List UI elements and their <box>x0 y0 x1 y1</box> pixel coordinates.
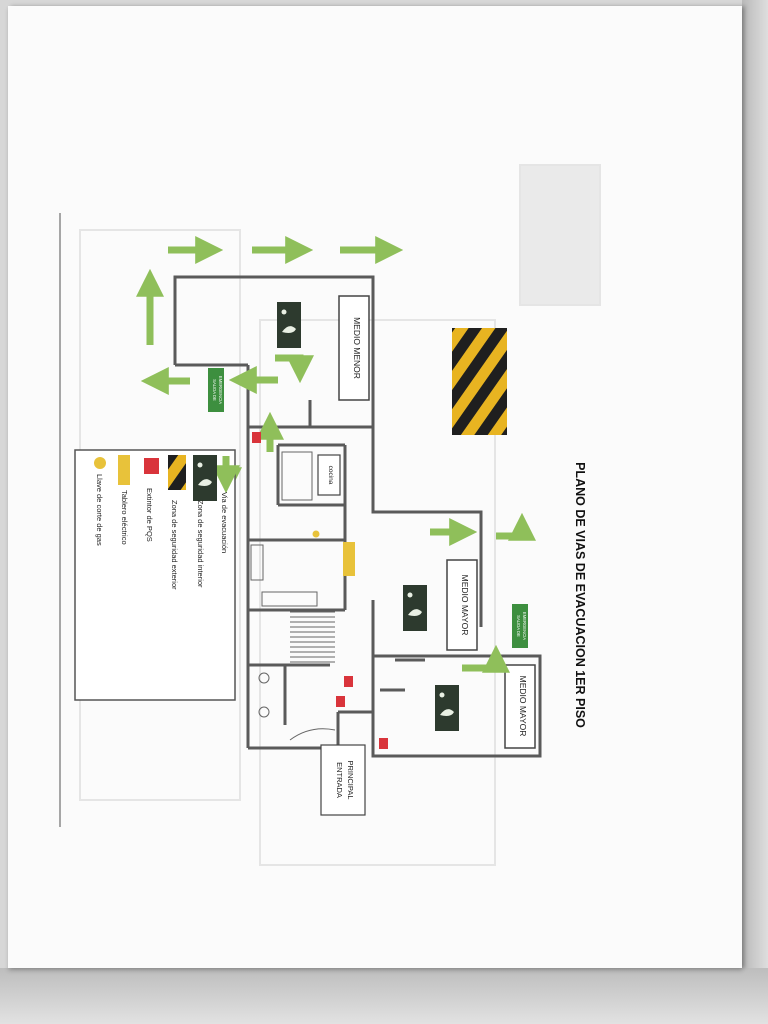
electric-panel-icon <box>118 455 130 485</box>
fire-extinguisher-icon <box>252 432 261 443</box>
legend-label-via: Via de evacuación <box>220 492 229 553</box>
label-cocina: cocina <box>327 466 334 485</box>
interior-safety-zone-icon <box>403 585 427 631</box>
entrada-principal-box <box>320 744 366 816</box>
exit-sign-1 <box>208 368 224 412</box>
plan-title: PLANO DE VIAS DE EVACUACION 1ER PISO <box>573 462 587 728</box>
exit-sign-2-line2: EMERGENCIA <box>522 612 527 640</box>
room-cocina <box>317 454 341 496</box>
room-medio-menor <box>338 295 370 401</box>
label-medio-menor: MEDIO MENOR <box>352 317 362 379</box>
exit-sign-1-line1: SALIDA DE <box>212 379 217 401</box>
room-medio-mayor-1 <box>446 559 478 651</box>
label-medio-mayor-1: MEDIO MAYOR <box>460 575 470 636</box>
scanner-bed <box>0 968 768 1024</box>
fire-extinguisher-icon <box>344 676 353 687</box>
interior-safety-zone-icon <box>435 685 459 731</box>
fire-extinguisher-icon <box>336 696 345 707</box>
legend-label-tablero: Tablero eléctrico <box>120 490 129 545</box>
legend-label-zona-exterior: Zona de seguridad exterior <box>170 500 179 590</box>
page-edge-shadow <box>742 0 768 1024</box>
safety-zone-interior-icon <box>193 455 217 501</box>
label-entrada-2: PRINCIPAL <box>346 760 355 799</box>
stairs <box>290 611 335 663</box>
exit-sign-2-line1: SALIDA DE <box>516 615 521 637</box>
label-medio-mayor-2: MEDIO MAYOR <box>518 676 528 737</box>
exterior-safety-zone <box>452 328 507 435</box>
fire-extinguisher-icon <box>379 738 388 749</box>
exit-sign-1-line2: EMERGENCIA <box>218 376 223 404</box>
label-entrada-1: ENTRADA <box>335 762 344 798</box>
room-medio-mayor-2 <box>504 664 536 749</box>
faded-background-plan <box>79 164 601 866</box>
legend-label-extintor: Extintor de PQS <box>145 488 154 542</box>
fixtures <box>250 451 336 741</box>
exit-sign-2 <box>512 604 528 648</box>
electric-panel-icon <box>343 542 355 576</box>
fire-extinguisher-icon <box>144 458 159 474</box>
legend-label-zona-interior: Zona de seguridad interior <box>196 500 205 588</box>
interior-safety-zone-icon <box>277 302 301 348</box>
safety-zone-exterior-icon <box>168 455 186 490</box>
legend-label-gas: Llave de corte de gas <box>95 474 104 546</box>
fire-extinguishers <box>252 432 388 749</box>
gas-valve-icon <box>94 457 106 469</box>
gas-valve-icon <box>312 530 320 538</box>
